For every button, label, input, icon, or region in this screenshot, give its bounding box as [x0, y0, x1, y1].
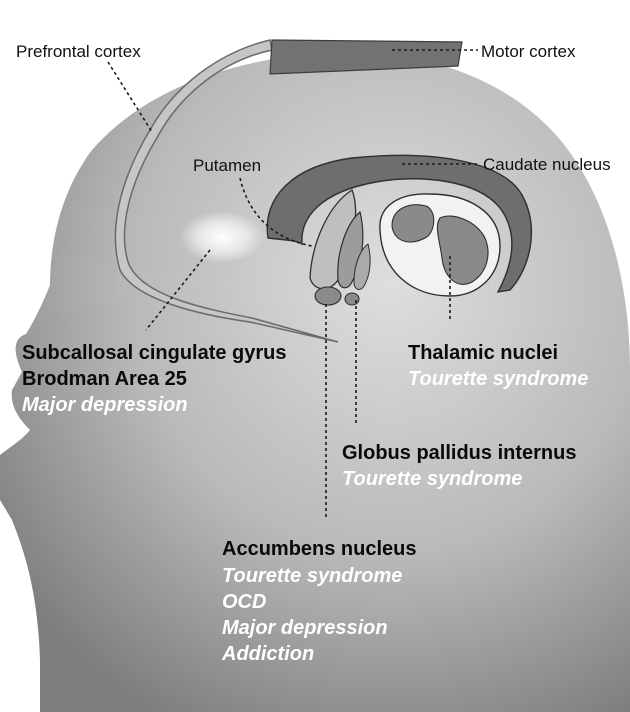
condition-accumbens-1: Tourette syndrome [222, 565, 402, 587]
label-prefrontal-cortex: Prefrontal cortex [16, 42, 141, 61]
condition-subcallosal-1: Major depression [22, 394, 188, 416]
small-nucleus-shape [345, 293, 359, 305]
condition-globus-1: Tourette syndrome [342, 468, 522, 490]
condition-accumbens-3: Major depression [222, 617, 388, 639]
condition-accumbens-2: OCD [222, 591, 266, 613]
label-caudate-nucleus: Caudate nucleus [483, 155, 611, 174]
thalamic-nucleus-left [392, 205, 434, 242]
label-subcallosal-gyrus: Subcallosal cingulate gyrus [22, 342, 287, 364]
subcallosal-glow [180, 211, 264, 263]
label-putamen: Putamen [193, 156, 261, 175]
condition-accumbens-4: Addiction [221, 643, 314, 665]
label-globus-pallidus: Globus pallidus internus [342, 442, 576, 464]
label-thalamic-nuclei: Thalamic nuclei [408, 342, 558, 364]
label-accumbens-nucleus: Accumbens nucleus [222, 538, 417, 560]
label-brodman-area: Brodman Area 25 [22, 368, 187, 390]
label-motor-cortex: Motor cortex [481, 42, 576, 61]
accumbens-nucleus-shape [315, 287, 341, 305]
condition-thalamic-1: Tourette syndrome [408, 368, 588, 390]
